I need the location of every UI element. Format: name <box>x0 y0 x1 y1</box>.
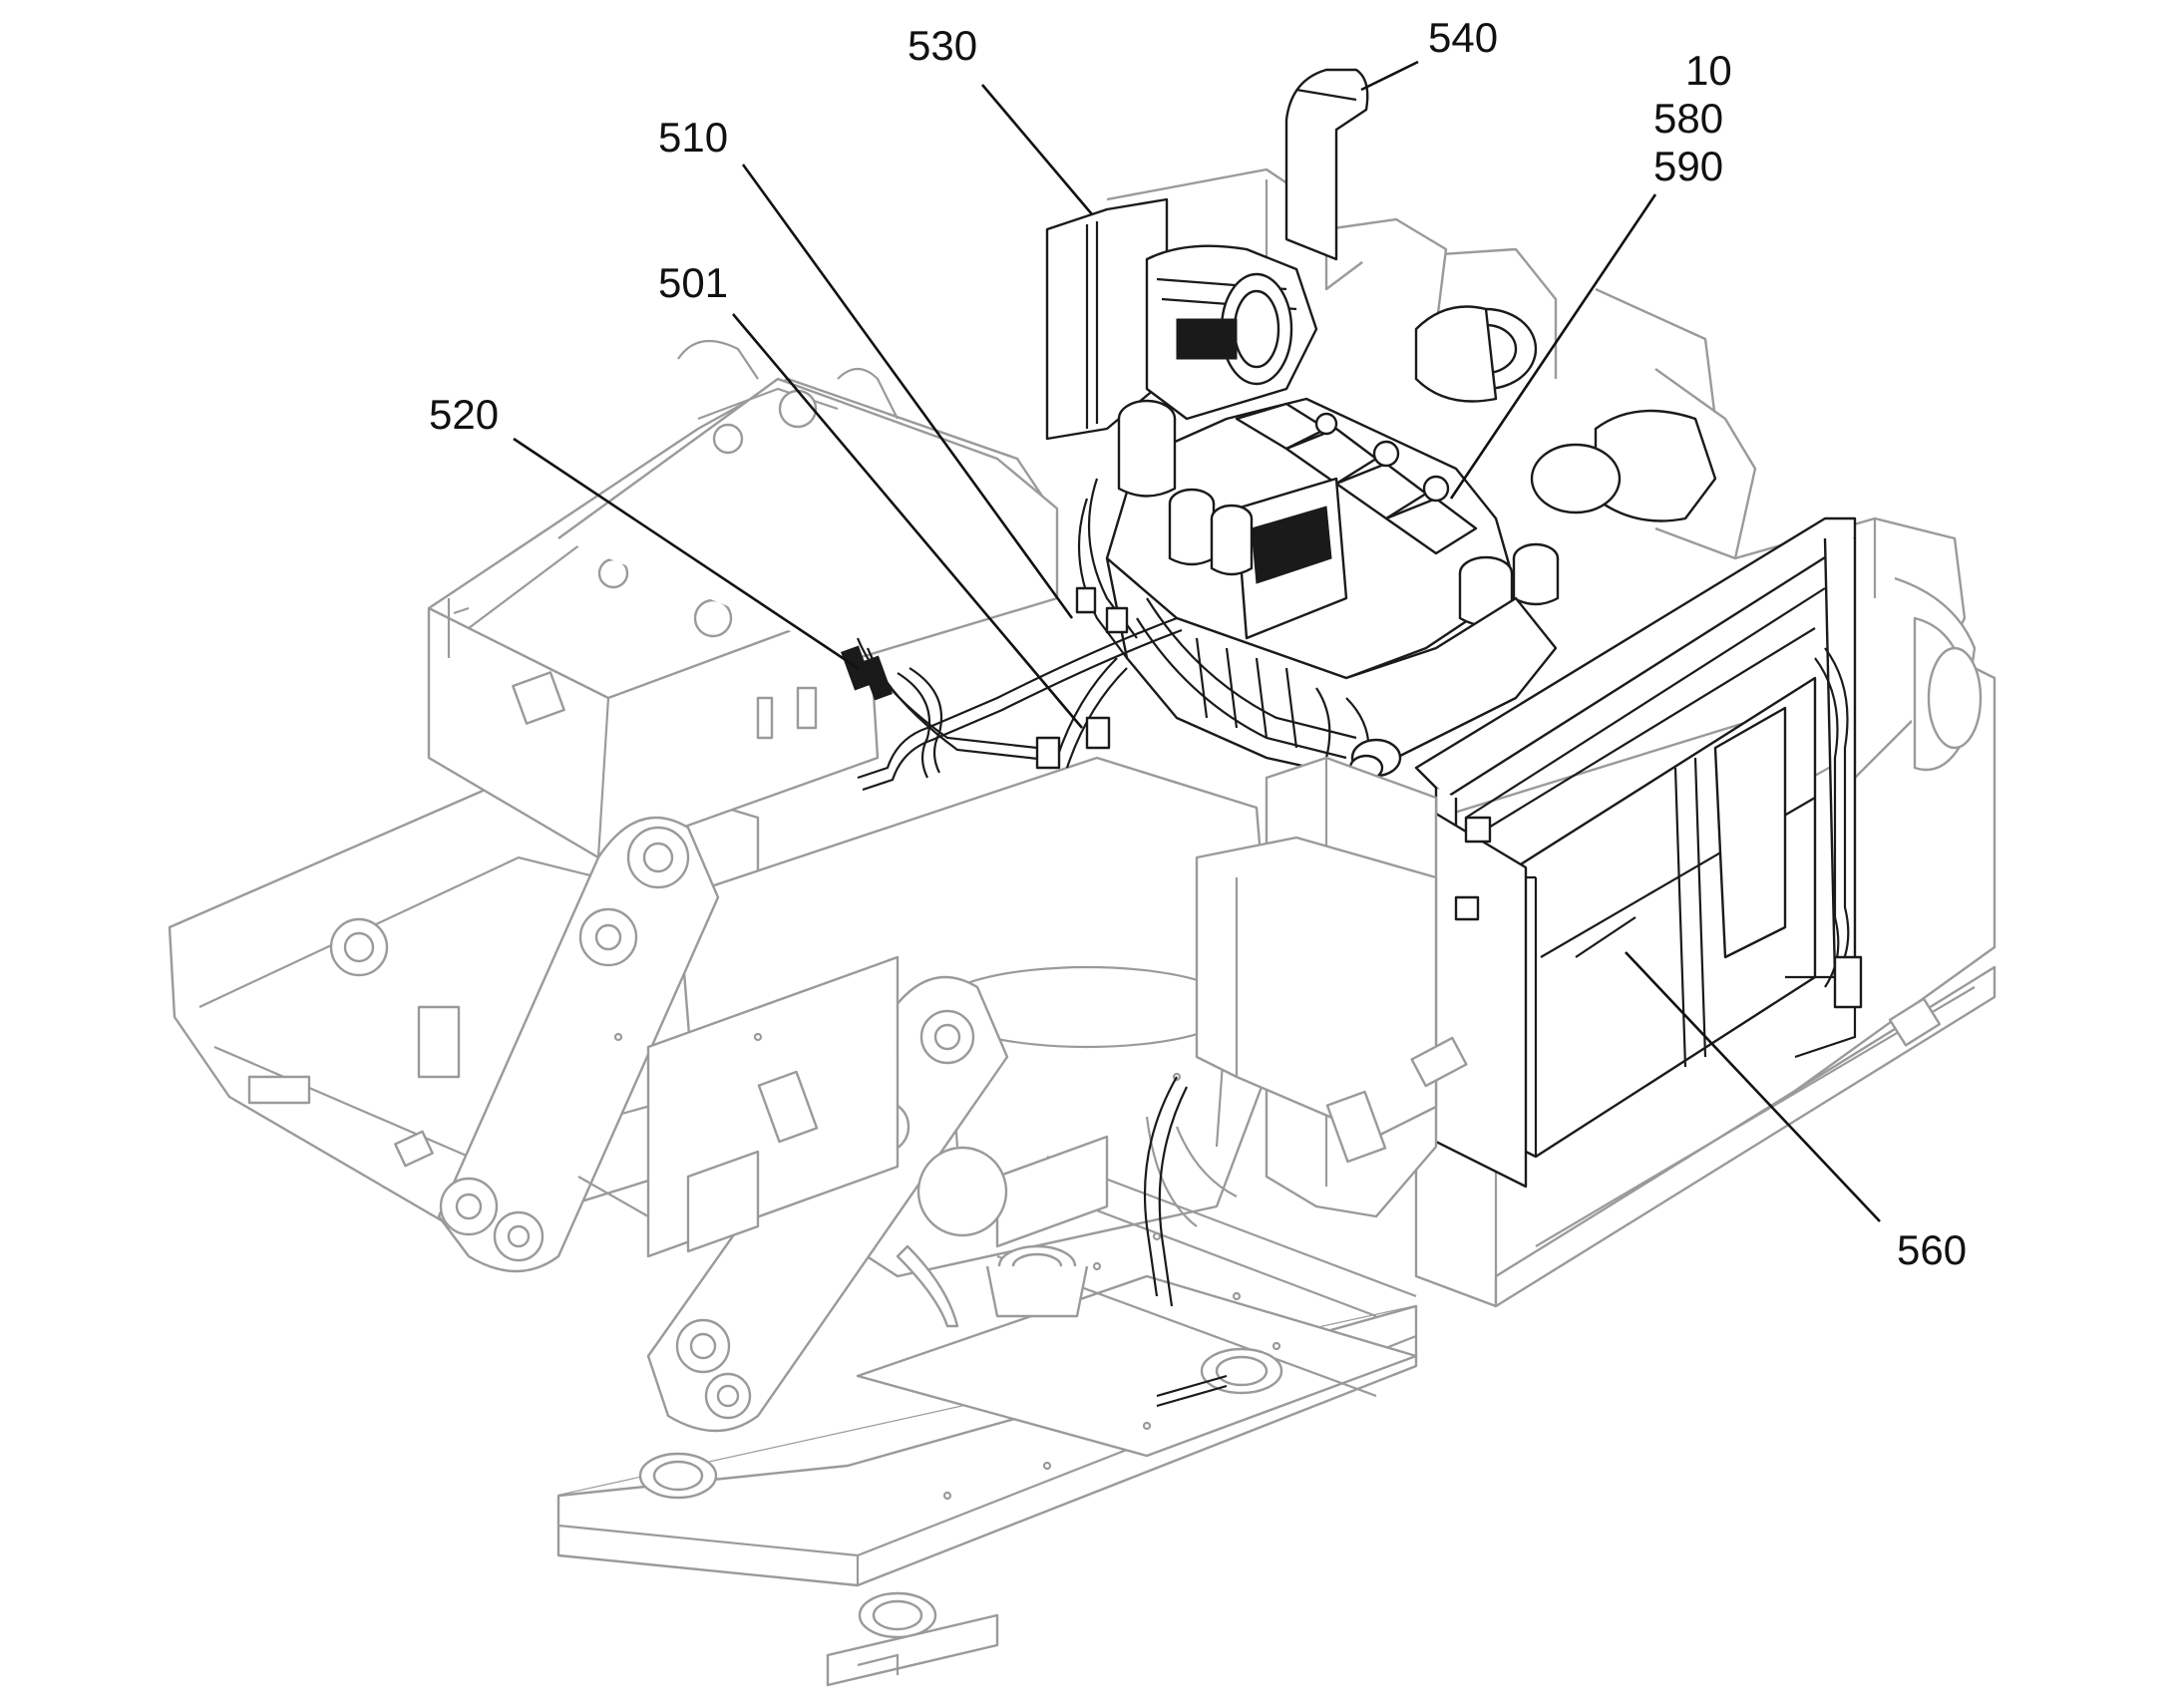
label-520: 520 <box>429 391 499 438</box>
label-590: 590 <box>1653 143 1723 189</box>
leader-10-580-590 <box>1449 193 1657 500</box>
leader-560 <box>1625 951 1881 1222</box>
engine-module <box>841 68 1983 1218</box>
label-10: 10 <box>1685 47 1732 94</box>
label-540: 540 <box>1428 14 1498 61</box>
label-530: 530 <box>908 22 977 69</box>
leader-540 <box>1360 60 1419 92</box>
leader-530 <box>981 84 1093 215</box>
label-501: 501 <box>658 259 728 306</box>
leader-510 <box>741 164 1074 619</box>
label-510: 510 <box>658 114 728 161</box>
leader-501 <box>732 313 1083 729</box>
label-560: 560 <box>1897 1226 1967 1273</box>
leader-520 <box>513 437 859 670</box>
label-580: 580 <box>1653 95 1723 142</box>
reference-labels: 530 540 10 580 590 510 501 520 560 <box>429 14 1967 1273</box>
leader-lines <box>513 60 1881 1222</box>
